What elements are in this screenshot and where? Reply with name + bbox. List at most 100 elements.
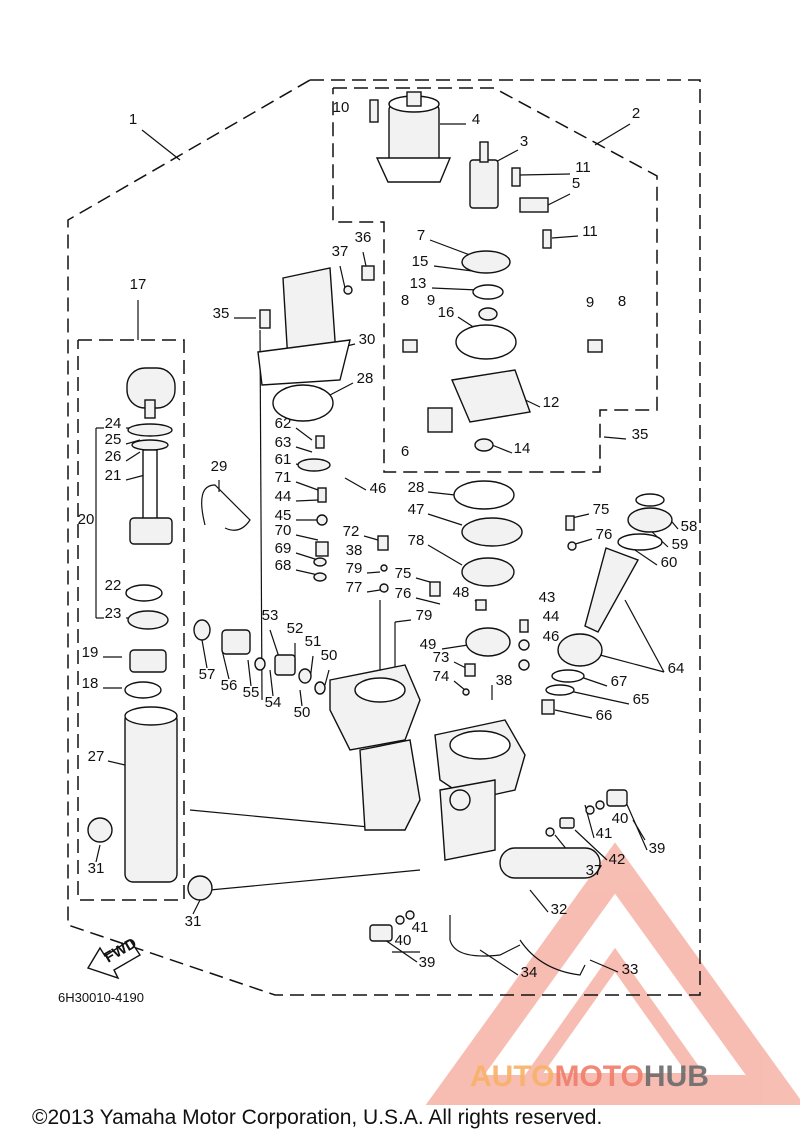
callout-69: 69 [275,540,292,557]
valve-components [193,480,673,715]
callout-31: 31 [185,913,202,930]
callout-64: 64 [668,660,685,677]
callout-23: 23 [105,605,122,622]
part-code: 6H30010-4190 [58,990,144,1005]
callout-70: 70 [275,522,292,539]
callout-1: 1 [129,111,137,128]
callout-33: 33 [622,961,639,978]
pump-housing [329,664,628,976]
callout-63: 63 [275,434,292,451]
callout-38: 38 [346,542,363,559]
callout-46: 46 [543,628,560,645]
callout-34: 34 [521,964,538,981]
callout-75: 75 [395,565,412,582]
callout-25: 25 [105,431,122,448]
callout-68: 68 [275,557,292,574]
callout-44: 44 [275,488,292,505]
callout-2: 2 [632,105,640,122]
callout-38: 38 [496,672,513,689]
callout-60: 60 [661,554,678,571]
reservoir-assembly [201,265,375,582]
callout-75: 75 [593,501,610,518]
callout-22: 22 [105,577,122,594]
callout-41: 41 [596,825,613,842]
callout-37: 37 [586,862,603,879]
motor-assembly [369,91,603,452]
callout-4: 4 [472,111,480,128]
callout-14: 14 [514,440,531,457]
callout-18: 18 [82,675,99,692]
callout-10: 10 [333,99,350,116]
callout-35: 35 [632,426,649,443]
callout-79: 79 [416,607,433,624]
callout-11: 11 [582,223,598,240]
callout-28: 28 [408,479,425,496]
callout-41: 41 [412,919,429,936]
callout-3: 3 [520,133,528,150]
callout-77: 77 [346,579,363,596]
callout-73: 73 [433,649,450,666]
watermark-triangle [425,842,800,1105]
callout-36: 36 [355,229,372,246]
callout-43: 43 [539,589,556,606]
callout-50: 50 [294,704,311,721]
callout-65: 65 [633,691,650,708]
callout-42: 42 [609,851,626,868]
callout-51: 51 [305,633,322,650]
callout-16: 16 [438,304,455,321]
callout-17: 17 [130,276,147,293]
callout-11: 11 [575,159,591,176]
callout-61: 61 [275,451,292,468]
callout-52: 52 [287,620,304,637]
callout-20: 20 [78,511,95,528]
callout-56: 56 [221,677,238,694]
callout-48: 48 [453,584,470,601]
callout-21: 21 [105,467,122,484]
watermark-moto: MOTO [554,1060,643,1093]
callout-45: 45 [275,507,292,524]
callout-40: 40 [612,810,629,827]
callout-12: 12 [543,394,560,411]
callout-62: 62 [275,415,292,432]
assembly-boundaries [67,79,701,996]
callout-29: 29 [211,458,228,475]
copyright-text: ©2013 Yamaha Motor Corporation, U.S.A. A… [32,1106,602,1129]
callout-71: 71 [275,469,292,486]
callout-7: 7 [417,227,425,244]
callout-8: 8 [618,293,626,310]
callout-15: 15 [412,253,429,270]
callout-44: 44 [543,608,560,625]
callout-49: 49 [420,636,437,653]
callout-39: 39 [419,954,436,971]
callout-46: 46 [370,480,387,497]
callout-24: 24 [105,415,122,432]
callout-74: 74 [433,668,450,685]
callout-76: 76 [395,585,412,602]
callout-28: 28 [357,370,374,387]
callout-26: 26 [105,448,122,465]
watermark-auto: AUTO [470,1060,554,1093]
watermark-text: AUTOMOTOHUB [470,1060,709,1093]
callout-72: 72 [343,523,360,540]
callout-67: 67 [611,673,628,690]
callout-59: 59 [672,536,689,553]
callout-39: 39 [649,840,666,857]
tilt-cylinder-assembly [87,367,213,901]
callout-37: 37 [332,243,349,260]
callout-47: 47 [408,501,425,518]
callout-5: 5 [572,175,580,192]
callout-19: 19 [82,644,99,661]
callout-32: 32 [551,901,568,918]
callout-55: 55 [243,684,260,701]
callout-58: 58 [681,518,698,535]
callout-78: 78 [408,532,425,549]
callout-76: 76 [596,526,613,543]
callout-35: 35 [213,305,230,322]
callout-9: 9 [427,292,435,309]
watermark-hub: HUB [644,1060,709,1093]
callout-13: 13 [410,275,427,292]
callout-79: 79 [346,560,363,577]
callout-31: 31 [88,860,105,877]
